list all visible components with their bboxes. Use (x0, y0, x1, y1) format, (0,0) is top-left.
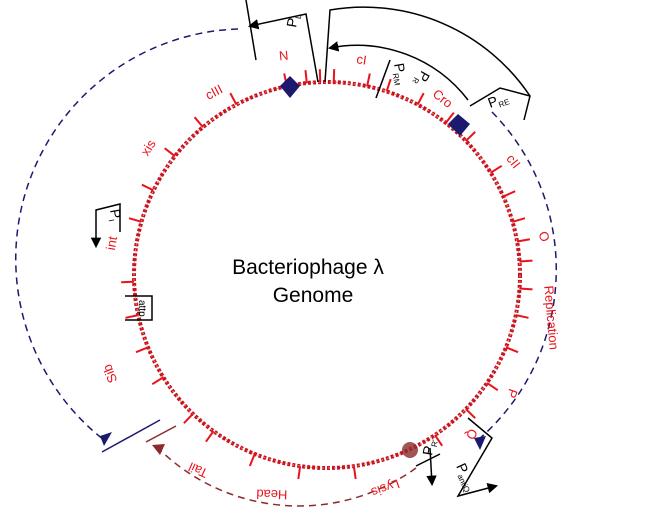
promoter-label-pre: PRE (486, 89, 511, 113)
promoter-label-pi: PI (105, 208, 125, 223)
or-operator-marker (448, 114, 470, 136)
diagram-title-line1: Bacteriophage λ (232, 256, 384, 279)
gene-label-q: Q (463, 426, 481, 442)
gene-boundary-tick (135, 346, 149, 354)
gene-boundary-tick (502, 190, 516, 198)
leftward-transcript-arrowhead (100, 432, 112, 446)
gene-boundary-tick (445, 112, 455, 124)
transcript-arcs (15, 28, 557, 507)
gene-boundary-tick (385, 78, 392, 92)
gene-boundary-tick (490, 164, 503, 174)
promoter-arrows (90, 0, 531, 498)
gene-label-sib: Sib (99, 362, 120, 385)
late-operator-marker (402, 442, 418, 458)
rightward-transcript-arrowhead (474, 436, 486, 450)
promoter-label-pr: PR (410, 68, 433, 90)
cro-right-arrow (324, 6, 531, 121)
gene-label-o: O (535, 229, 553, 244)
diagram-title-line2: Genome (273, 284, 354, 307)
ol-operator-marker (280, 76, 300, 98)
pre-bracket (469, 87, 531, 107)
gene-boundary-tick (248, 453, 256, 467)
gene-boundary-tick (505, 346, 519, 354)
gene-label-ciii: cIII (203, 81, 225, 102)
gene-boundary-tick (193, 116, 204, 128)
gene-boundary-tick (229, 92, 238, 106)
pi-arrow (90, 203, 121, 249)
gene-boundary-tick (519, 259, 533, 263)
gene-label-cii: cII (503, 151, 523, 171)
gene-label-cro: Cro (430, 86, 456, 111)
gene-boundary-tick (304, 70, 308, 84)
late-transcript (159, 449, 417, 507)
attp-label: attp (136, 300, 147, 317)
rightward-transcript (477, 111, 557, 441)
gene-boundary-tick (434, 434, 444, 447)
pl-bracket (245, 0, 257, 61)
gene-label-p: P (504, 387, 521, 400)
attp-box (125, 295, 153, 321)
gene-boundary-tick (141, 183, 154, 192)
gene-boundary-tick (416, 92, 425, 106)
promoter-label-pl: PL (283, 12, 303, 29)
gene-label-lysis: Lysis (369, 476, 402, 500)
late-transcript-arrowhead (152, 444, 165, 455)
leftward-transcript (15, 28, 239, 441)
pr-bracket (375, 59, 391, 99)
gene-boundary-tick (366, 73, 371, 87)
pr-late-bracket (415, 453, 441, 467)
gene-boundary-tick (512, 217, 526, 223)
gene-boundary-tick (465, 131, 476, 142)
gene-label-xis: xis (138, 136, 159, 158)
pantiq-arrow (456, 417, 499, 498)
gene-label-tail: Tail (186, 459, 210, 481)
gene-label-n: N (278, 48, 289, 64)
gene-boundary-tick (515, 314, 529, 319)
gene-label-head: Head (256, 486, 288, 502)
gene-boundary-tick (519, 287, 533, 291)
promoter-label-pr-late: PR' (419, 437, 440, 457)
pl-arrow (247, 13, 319, 83)
gene-boundary-tick (128, 217, 142, 223)
sib-end-line (101, 419, 161, 453)
gene-boundary-tick (352, 465, 357, 480)
gene-boundary-tick (205, 430, 215, 443)
gene-boundary-tick (164, 147, 176, 157)
promoter-label-prm: PRM (389, 62, 411, 87)
tail-end-line (145, 425, 177, 443)
gene-label-replication: Replication (541, 285, 562, 350)
gene-boundary-tick (151, 376, 164, 386)
prm-arrow (327, 41, 469, 101)
gene-boundary-tick (183, 413, 194, 424)
pr-late-arrow (426, 447, 437, 487)
gene-label-int: int (103, 235, 120, 252)
gene-boundary-tick (486, 382, 499, 392)
gene-boundary-tick (465, 408, 476, 419)
gene-boundary-tick (125, 314, 139, 319)
gene-boundary-tick (516, 238, 531, 243)
gene-boundary-tick (297, 465, 302, 480)
gene-label-ci: cI (356, 51, 368, 67)
